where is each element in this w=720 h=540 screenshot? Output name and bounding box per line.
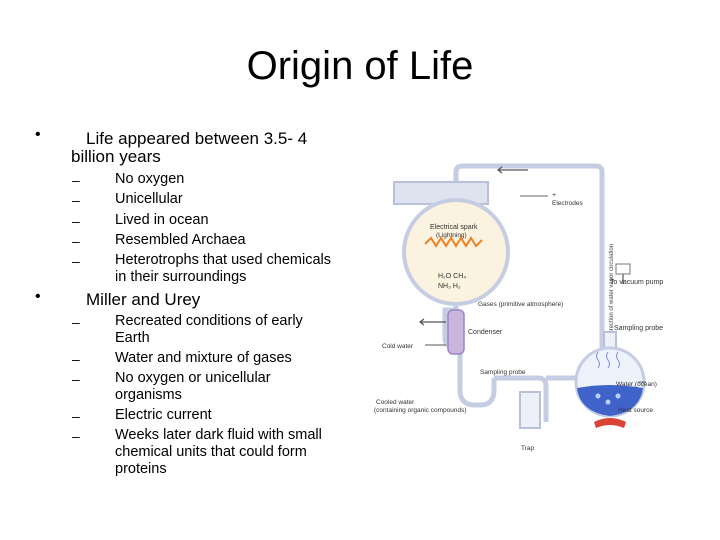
dash: – bbox=[72, 172, 80, 188]
dash: – bbox=[72, 213, 80, 229]
tube-top bbox=[453, 163, 605, 350]
diagram-label: Sampling probe bbox=[480, 369, 526, 376]
diagram-label: Sampling probe bbox=[614, 325, 663, 332]
sub-item: Resembled Archaea bbox=[115, 232, 246, 248]
diagram-label: To vacuum pump bbox=[610, 279, 663, 286]
sub-item: Recreated conditions of early Earth bbox=[115, 313, 303, 346]
dash: – bbox=[72, 408, 80, 424]
bullet-dot: • bbox=[35, 288, 41, 305]
tube-bottom bbox=[457, 346, 575, 422]
steam-icon bbox=[596, 351, 620, 369]
dash: – bbox=[72, 253, 80, 269]
diagram-label: H₂O CH₄ bbox=[438, 273, 466, 280]
dash: – bbox=[72, 233, 80, 249]
slide-title: Origin of Life bbox=[246, 44, 474, 88]
diagram-label: Water (ocean) bbox=[616, 381, 657, 388]
sub-item: No oxygen or unicellular organisms bbox=[115, 370, 271, 403]
diagram-label: (containing organic compounds) bbox=[374, 407, 467, 414]
diagram-label: Cooled water bbox=[376, 399, 415, 406]
bubble bbox=[595, 393, 601, 399]
sub-item: Unicellular bbox=[115, 191, 183, 207]
sub-item: Weeks later dark fluid with small chemic… bbox=[115, 427, 322, 477]
valve bbox=[615, 263, 631, 275]
dash: – bbox=[72, 371, 80, 387]
diagram-label: Condenser bbox=[468, 329, 503, 336]
lightning bbox=[424, 236, 483, 248]
diagram-label: (Lightning) bbox=[436, 232, 467, 239]
bullet-text: Life appeared between 3.5- 4 billion yea… bbox=[71, 129, 308, 166]
diagram-label: Electrical spark bbox=[430, 224, 478, 231]
diagram-label: Gases (primitive atmosphere) bbox=[478, 301, 563, 308]
bullet-text: Miller and Urey bbox=[86, 290, 201, 309]
spark-chamber bbox=[402, 198, 510, 306]
sub-item: Lived in ocean bbox=[115, 212, 209, 228]
diagram-label: + bbox=[552, 192, 556, 199]
diagram-label: Heat source bbox=[618, 407, 653, 414]
bubble bbox=[605, 399, 611, 405]
trap bbox=[519, 391, 541, 429]
diagram-label: Trap bbox=[521, 445, 535, 452]
sub-item: Heterotrophs that used chemicals in thei… bbox=[115, 252, 331, 285]
dash: – bbox=[72, 314, 80, 330]
bubble bbox=[615, 393, 621, 399]
dash: – bbox=[72, 192, 80, 208]
cold-water-arrow bbox=[419, 318, 446, 326]
sub-item: Electric current bbox=[115, 407, 212, 423]
diagram-label: Direction of water vapor circulation bbox=[609, 244, 615, 336]
diagram-label: Cold water bbox=[382, 343, 414, 350]
condenser bbox=[447, 309, 465, 355]
dash: – bbox=[72, 428, 80, 444]
sub-item: No oxygen bbox=[115, 171, 185, 187]
direction-arrow bbox=[497, 166, 528, 174]
miller-urey-diagram: Electrical spark (Lightning) H₂O CH₄ NH₃… bbox=[374, 163, 663, 452]
dash: – bbox=[72, 351, 80, 367]
bullet-dot: • bbox=[35, 126, 41, 143]
diagram-label: NH₃ H₂ bbox=[438, 283, 461, 290]
diagram-label: Electrodes bbox=[552, 200, 583, 207]
sub-item: Water and mixture of gases bbox=[115, 350, 292, 366]
heat-source bbox=[594, 418, 626, 428]
